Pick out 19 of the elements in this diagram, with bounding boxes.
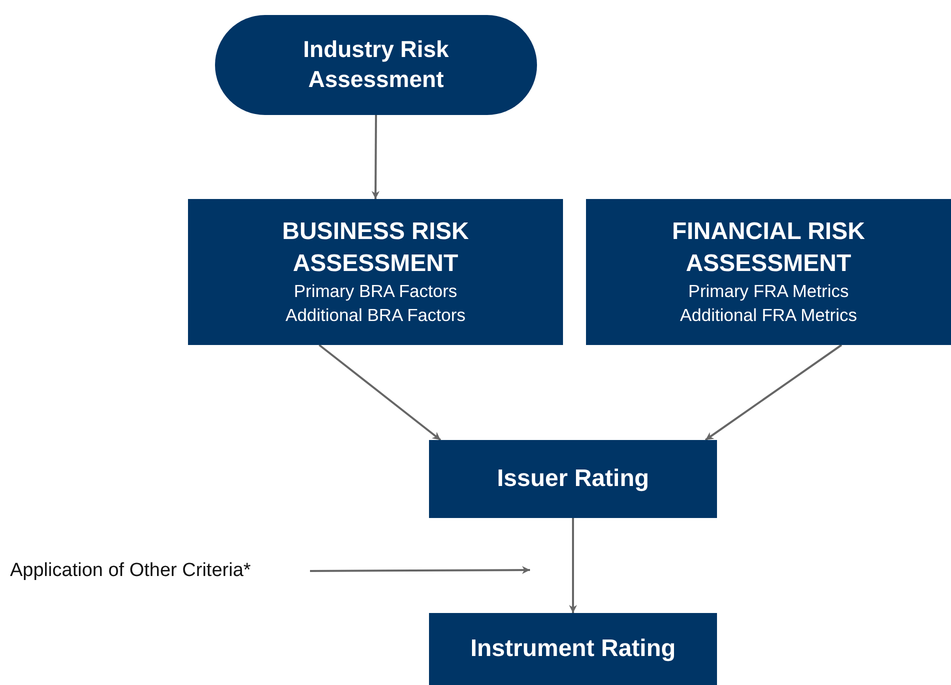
arrow	[569, 518, 577, 613]
arrow	[310, 566, 530, 574]
box-subtitle: Primary BRA Factors	[294, 280, 458, 303]
process-box	[188, 199, 563, 345]
box-title: Industry Risk Assessment	[302, 35, 450, 94]
box-title: Instrument Rating	[470, 634, 676, 664]
box-title: Issuer Rating	[496, 464, 650, 494]
box-title: FINANCIAL RISK ASSESSMENT	[671, 217, 866, 278]
process-box	[586, 199, 951, 345]
arrow	[704, 344, 842, 441]
box-subtitle: Additional FRA Metrics	[680, 304, 857, 328]
box-subtitle: Additional BRA Factors	[286, 304, 466, 328]
text-label: Application of Other Criteria*	[10, 560, 251, 582]
box-subtitle: Primary FRA Metrics	[688, 280, 849, 303]
box-title: BUSINESS RISK ASSESSMENT	[281, 217, 470, 278]
process-box	[429, 440, 717, 518]
process-box	[429, 613, 717, 685]
arrow	[318, 344, 442, 441]
arrow	[372, 115, 380, 199]
